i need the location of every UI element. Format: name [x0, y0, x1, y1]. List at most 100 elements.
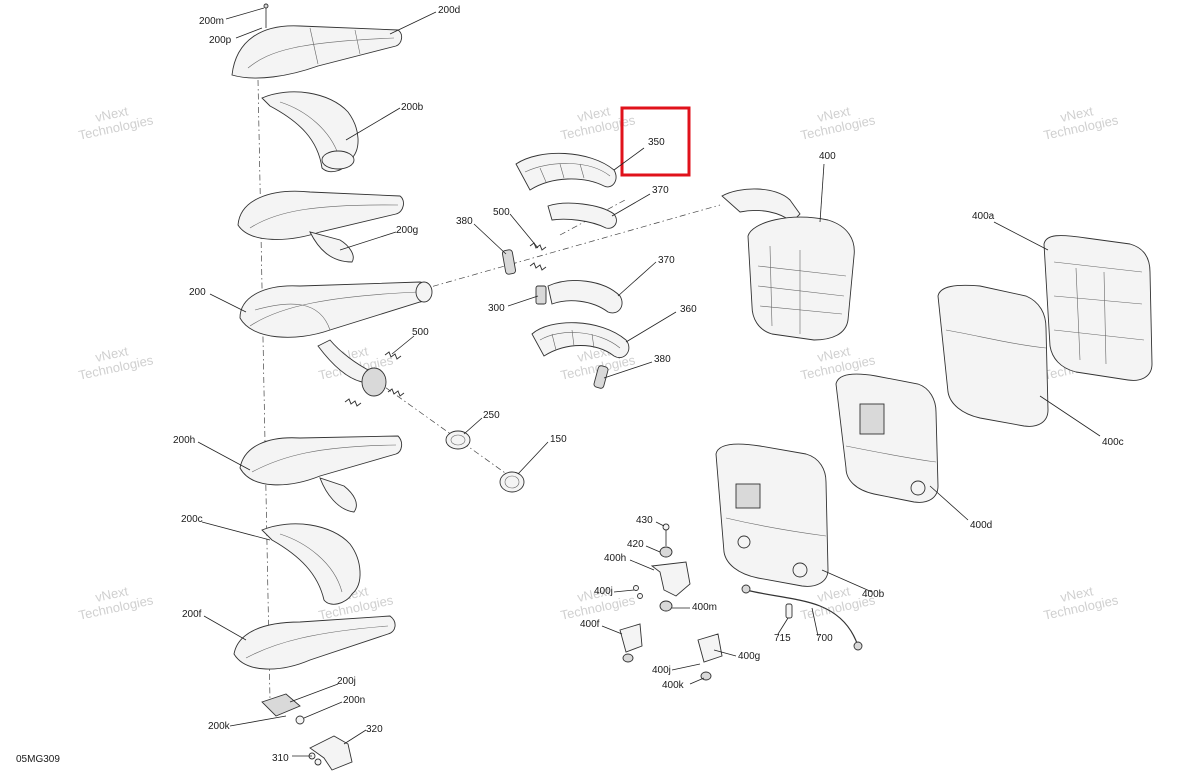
callout-400j-lower[interactable]: 400j [652, 665, 671, 676]
part-400m-damper[interactable] [659, 600, 673, 612]
callout-200j[interactable]: 200j [337, 676, 356, 687]
part-350-pipe[interactable] [515, 152, 617, 191]
part-200c-shield[interactable] [261, 523, 361, 605]
callout-400b[interactable]: 400b [862, 589, 885, 600]
callout-400c[interactable]: 400c [1102, 437, 1124, 448]
leader-lines [197, 7, 1101, 757]
diagram-code: 05MG309 [16, 754, 60, 765]
watermark-line1: vNext [94, 343, 130, 365]
callout-200d[interactable]: 200d [438, 5, 460, 16]
callout-370-upper[interactable]: 370 [652, 185, 669, 196]
part-400h-bracket[interactable] [650, 561, 691, 597]
watermark-line1: vNext [816, 343, 852, 365]
callout-700[interactable]: 700 [816, 633, 833, 644]
part-200h-shield[interactable] [239, 435, 403, 513]
callout-370-lower[interactable]: 370 [658, 255, 675, 266]
callout-200h[interactable]: 200h [173, 435, 195, 446]
callout-250[interactable]: 250 [483, 410, 500, 421]
watermark: vNext Technologies [799, 103, 877, 143]
part-370-pipe-lower[interactable] [547, 280, 623, 314]
part-200j-bracket[interactable] [261, 693, 301, 717]
watermark-line1: vNext [576, 583, 612, 605]
watermark-line1: vNext [1059, 103, 1095, 125]
part-400d-cover[interactable] [835, 373, 939, 503]
watermark-line1: vNext [816, 583, 852, 605]
part-200f-shield[interactable] [233, 615, 396, 670]
part-200b-shield[interactable] [261, 91, 359, 173]
callout-500-left[interactable]: 500 [412, 327, 429, 338]
part-400f-bracket[interactable] [619, 623, 643, 663]
part-320-bracket[interactable] [309, 735, 353, 771]
callout-400f[interactable]: 400f [580, 619, 600, 630]
callout-200b[interactable]: 200b [401, 102, 424, 113]
part-200g-shield[interactable] [237, 190, 404, 263]
callout-360[interactable]: 360 [680, 304, 697, 315]
part-200d-shield[interactable] [231, 25, 403, 79]
part-400j-fasteners[interactable] [633, 585, 643, 599]
callout-200k[interactable]: 200k [208, 721, 231, 732]
watermark: vNext Technologies [77, 583, 155, 623]
part-200m-screw[interactable] [263, 3, 269, 9]
part-370-pipe-upper[interactable] [547, 202, 617, 229]
part-700-cable[interactable] [741, 584, 863, 651]
watermark: vNext Technologies [1042, 103, 1120, 143]
watermark-line1: vNext [1059, 583, 1095, 605]
callout-500-upper[interactable]: 500 [493, 207, 510, 218]
part-500-spring-left[interactable] [344, 351, 405, 407]
callout-200m[interactable]: 200m [199, 16, 224, 27]
callout-320[interactable]: 320 [366, 724, 383, 735]
callout-380-lower[interactable]: 380 [654, 354, 671, 365]
part-400c-cover[interactable] [937, 284, 1049, 427]
callout-350[interactable]: 350 [648, 137, 665, 148]
watermark-line1: vNext [94, 583, 130, 605]
callout-400k[interactable]: 400k [662, 680, 685, 691]
watermark: vNext Technologies [1042, 583, 1120, 623]
watermark-line1: vNext [94, 103, 130, 125]
part-250-gasket[interactable] [445, 430, 471, 450]
part-400g-bracket[interactable] [697, 633, 723, 681]
callout-400a[interactable]: 400a [972, 211, 995, 222]
callout-430[interactable]: 430 [636, 515, 653, 526]
callout-200f[interactable]: 200f [182, 609, 202, 620]
callout-150[interactable]: 150 [550, 434, 567, 445]
callout-200n[interactable]: 200n [343, 695, 365, 706]
callout-400[interactable]: 400 [819, 151, 836, 162]
part-500-spring-upper[interactable] [529, 242, 547, 271]
callout-400g[interactable]: 400g [738, 651, 760, 662]
part-200n-nut[interactable] [295, 715, 305, 725]
part-310-bolts[interactable] [308, 752, 322, 766]
callouts: 200m 200p 200d 200b 200g 200 500 250 150… [173, 5, 1124, 764]
callout-310[interactable]: 310 [272, 753, 289, 764]
callout-400d[interactable]: 400d [970, 520, 992, 531]
watermark: vNext Technologies [559, 103, 637, 143]
callout-200c[interactable]: 200c [181, 514, 203, 525]
part-380-clamp-lower[interactable] [593, 365, 609, 389]
callout-380-upper[interactable]: 380 [456, 216, 473, 227]
watermark: vNext Technologies [77, 343, 155, 383]
callout-200p[interactable]: 200p [209, 35, 232, 46]
callout-400h[interactable]: 400h [604, 553, 626, 564]
callout-200[interactable]: 200 [189, 287, 206, 298]
part-430-bolt[interactable] [662, 523, 670, 546]
part-380-clamp-upper[interactable] [502, 249, 516, 275]
part-400-silencer[interactable] [721, 188, 855, 341]
part-360-pipe[interactable] [531, 322, 630, 358]
part-300-clamp[interactable] [535, 285, 547, 305]
callout-715[interactable]: 715 [774, 633, 791, 644]
callout-200g[interactable]: 200g [396, 225, 418, 236]
part-350-highlight [620, 106, 691, 177]
part-400b-cover[interactable] [715, 443, 829, 587]
callout-420[interactable]: 420 [627, 539, 644, 550]
watermark-line1: vNext [576, 103, 612, 125]
part-715-sensor[interactable] [785, 603, 793, 619]
watermark-line1: vNext [816, 103, 852, 125]
part-400a-cover[interactable] [1043, 235, 1153, 381]
callout-400j[interactable]: 400j [594, 586, 613, 597]
callout-300[interactable]: 300 [488, 303, 505, 314]
part-420-grommet[interactable] [659, 546, 673, 558]
part-150-gasket[interactable] [499, 471, 525, 493]
part-200-muffler[interactable] [239, 281, 433, 397]
watermark: vNext Technologies [77, 103, 155, 143]
callout-400m[interactable]: 400m [692, 602, 717, 613]
